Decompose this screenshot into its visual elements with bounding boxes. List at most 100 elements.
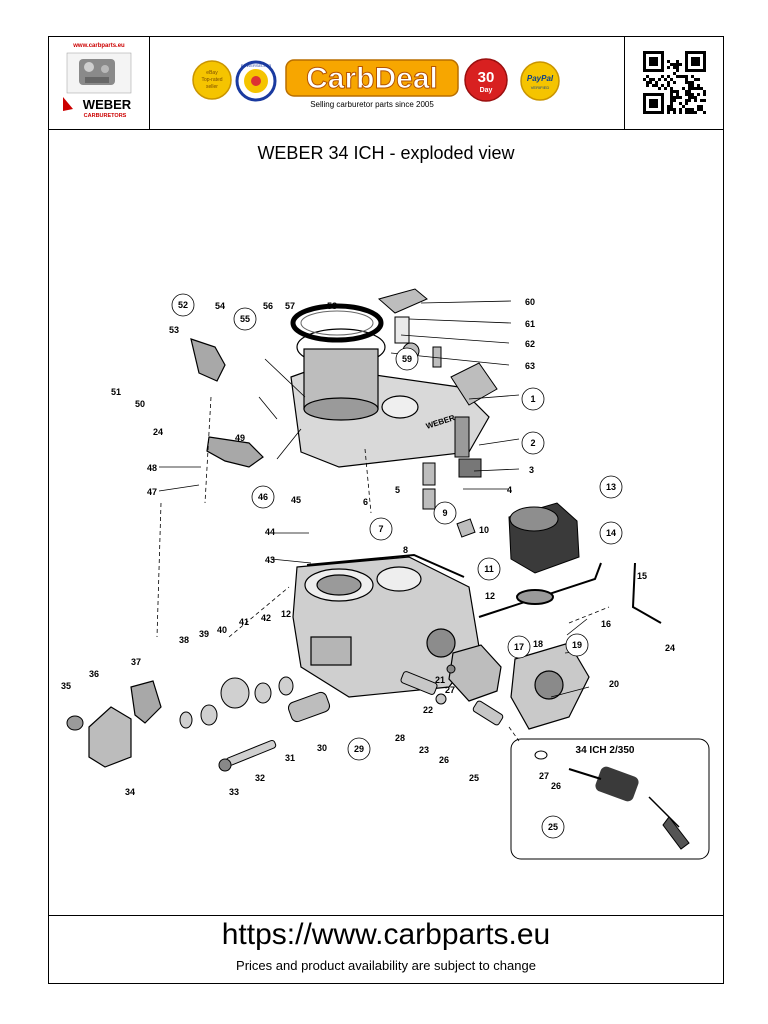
paypal-verified-badge-icon: PayPal VERIFIED [520,61,560,101]
part-label-7: 7 [378,524,383,534]
bracket-illustration [88,706,132,768]
part-label-28: 28 [395,733,405,743]
part-label-21: 21 [435,675,445,685]
part-label-5: 5 [395,485,400,495]
part-label-37: 37 [131,657,141,667]
part-label-34: 34 [125,787,135,797]
weber-logo: www.carbparts.eu WEBER CARBURETORS [49,37,150,129]
float-illustration [508,502,580,574]
part-label-6: 6 [363,497,368,507]
part-label-62: 62 [525,339,535,349]
part-label-33: 33 [229,787,239,797]
part-label-57: 57 [285,301,295,311]
part-label-27a: 27 [445,685,455,695]
part-label-39: 39 [199,629,209,639]
part-label-43: 43 [265,555,275,565]
part-label-56: 56 [263,301,273,311]
part-label-53: 53 [169,325,179,335]
carbdeal-banner: eBay Top-rated seller POWERSELLER CarbDe… [150,37,624,129]
part-label-26a: 26 [439,755,449,765]
svg-text:CarbDeal: CarbDeal [306,62,438,95]
part-label-51: 51 [111,387,121,397]
part-label-19: 19 [572,640,582,650]
svg-text:PayPal: PayPal [527,74,554,83]
part-label-11: 11 [484,564,494,574]
part-label-49: 49 [235,433,245,443]
mixture-screws-illustration [400,664,504,726]
part-label-42: 42 [261,613,271,623]
diaphragm-cover-illustration [448,644,502,702]
part-label-45: 45 [291,495,301,505]
part-label-41: 41 [239,617,249,627]
inset-label: 34 ICH 2/350 [576,745,635,756]
part-label-18: 18 [533,639,543,649]
part-label-1: 1 [530,394,535,404]
part-label-13: 13 [606,482,616,492]
part-label-24a: 24 [153,427,163,437]
svg-text:Top-rated: Top-rated [201,77,222,83]
part-label-36: 36 [89,669,99,679]
guide-lines [156,396,610,742]
part-label-27b: 27 [539,771,549,781]
carburetor-body-illustration [292,556,480,698]
part-label-61: 61 [525,319,535,329]
part-label-24b: 24 [665,643,675,653]
page-title: WEBER 34 ICH - exploded view [257,143,515,163]
circled-part-label-text: 1 2 9 7 11 13 14 17 19 29 52 55 59 46 25 [178,300,616,832]
part-label-52: 52 [178,300,188,310]
part-label-22: 22 [423,705,433,715]
logo-subbrand: CARBURETORS [84,113,127,119]
part-label-16: 16 [601,619,611,629]
powerseller-badge-icon: POWERSELLER [235,60,277,102]
logo-brand: WEBER [83,97,132,112]
banner-tagline: Selling carburetor parts since 2005 [310,100,434,109]
part-label-17: 17 [514,642,524,652]
part-label-47: 47 [147,487,157,497]
thirty-day-badge-icon: 30 Day [464,58,508,102]
top-fittings-illustration [377,288,498,538]
part-label-26b: 26 [551,781,561,791]
inset-detail-box: 34 ICH 2/350 [510,738,710,860]
part-label-59: 59 [402,354,412,364]
part-label-14: 14 [606,528,616,538]
part-label-32: 32 [255,773,265,783]
part-label-10: 10 [479,525,489,535]
availability-note: Prices and product availability are subj… [236,958,536,973]
part-label-9: 9 [442,508,447,518]
circled-part-labels [171,293,623,839]
gasket-illustration [306,553,465,578]
jets-and-springs-illustration [66,676,331,772]
part-label-15: 15 [637,571,647,581]
svg-text:Day: Day [480,87,493,94]
header: www.carbparts.eu WEBER CARBURETORS eBay … [49,37,723,130]
part-label-4: 4 [507,485,512,495]
svg-text:POWERSELLER: POWERSELLER [241,63,272,68]
part-label-50: 50 [135,399,145,409]
website-url[interactable]: https://www.carbparts.eu [221,918,551,951]
part-label-29: 29 [354,744,364,754]
carbdeal-brand-logo: CarbDeal Selling carburetor parts since … [285,59,459,109]
part-number-labels: 60 61 62 63 3 4 5 6 10 8 15 16 18 24 20 … [61,297,675,797]
part-label-35: 35 [61,681,71,691]
part-label-38: 38 [179,635,189,645]
part-label-31: 31 [285,753,295,763]
part-label-8: 8 [403,545,408,555]
part-label-55: 55 [240,314,250,324]
part-label-60: 60 [525,297,535,307]
part-label-30: 30 [317,743,327,753]
air-horn-gasket-illustration [290,303,384,343]
part-label-25a: 25 [469,773,479,783]
exploded-view-diagram: WEBER [49,167,723,907]
part-label-23: 23 [419,745,429,755]
part-label-46: 46 [258,492,268,502]
part-label-44: 44 [265,527,275,537]
part-label-3: 3 [529,465,534,475]
throttle-linkage-illustration [478,562,662,624]
part-label-54: 54 [215,301,225,311]
part-label-2: 2 [530,438,535,448]
part-label-58: 58 [327,301,337,311]
ebay-badge-icon: eBay Top-rated seller [192,60,232,100]
footer: https://www.carbparts.eu Prices and prod… [49,915,723,984]
part-label-12a: 12 [281,609,291,619]
part-label-48: 48 [147,463,157,473]
